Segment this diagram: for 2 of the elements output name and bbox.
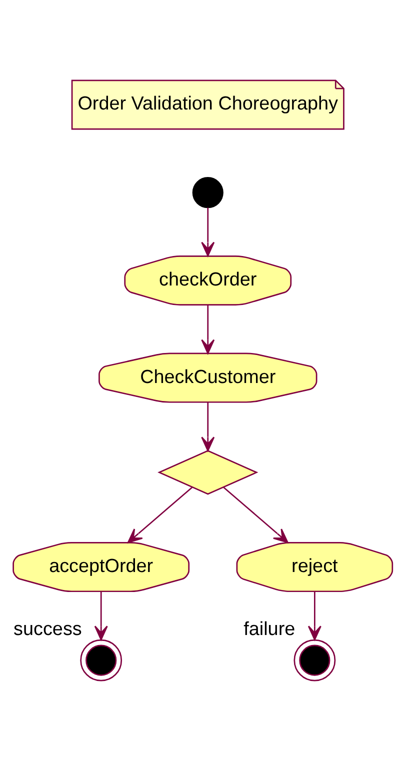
node-label: failure — [244, 618, 296, 640]
node-label: success — [14, 618, 82, 640]
